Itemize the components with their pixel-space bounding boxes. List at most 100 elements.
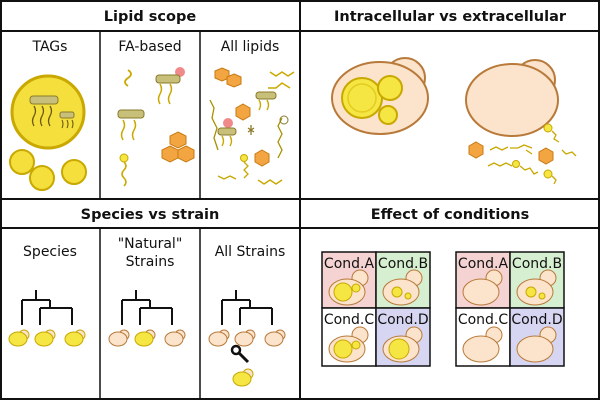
intracellular-illustration xyxy=(331,57,429,135)
sterol-ring-icon xyxy=(468,141,484,159)
engineered-strain-cell xyxy=(232,368,254,387)
col-label-species: Species xyxy=(23,244,77,260)
sterol-ring-icon xyxy=(254,149,270,167)
lipid-chain-icon xyxy=(268,82,291,89)
yeast-cell-icon xyxy=(462,278,500,306)
all-strains-tree xyxy=(208,290,286,387)
phylogenetic-tree-icon xyxy=(121,290,173,325)
small-lipid-droplet-icon xyxy=(29,165,55,191)
species-cell-3 xyxy=(64,329,86,347)
col-label-tags: TAGs xyxy=(32,39,68,55)
col-label-strains: Strains xyxy=(126,254,175,270)
head-group-icon xyxy=(223,118,233,128)
yeast-cell-icon xyxy=(264,331,284,347)
strain-cell-1 xyxy=(108,329,130,347)
yeast-cell-icon xyxy=(134,331,154,347)
phylogenetic-tree-icon xyxy=(21,290,73,325)
lipid-chain-icon xyxy=(257,179,283,185)
sterol-ring-icon xyxy=(161,145,179,163)
cond-a-label: Cond.A xyxy=(324,256,375,272)
yeast-cell-icon xyxy=(108,331,128,347)
fa-glycerol-icon xyxy=(255,91,277,100)
fatty-acid-chains-icon xyxy=(258,99,270,111)
natural-strains-tree xyxy=(108,290,186,347)
yeast-cell-icon xyxy=(8,331,28,347)
all-strain-cell-2 xyxy=(234,329,256,347)
wrench-icon xyxy=(230,344,250,364)
col-label-fa-based: FA-based xyxy=(118,39,181,55)
fatty-acid-head-icon xyxy=(240,154,248,162)
fa-glycerol-icon xyxy=(217,127,237,136)
droplet-ring xyxy=(347,83,377,113)
yeast-cell-icon xyxy=(208,331,228,347)
lipid-droplet-icon xyxy=(351,340,361,350)
cond-a-label: Cond.A xyxy=(458,256,509,272)
lipid-droplet-icon xyxy=(388,338,410,360)
sterol-ring-icon xyxy=(214,67,230,82)
cond-b-label: Cond.B xyxy=(378,256,428,272)
sterol-ring-icon xyxy=(169,131,187,149)
lipid-droplet-icon xyxy=(333,339,353,359)
tag-glycerol-icon xyxy=(59,111,75,119)
fa-glycerol-icon xyxy=(155,74,181,84)
fatty-acid-icon xyxy=(124,69,132,87)
all-strain-cell-1 xyxy=(208,329,230,347)
lipid-chain-icon xyxy=(487,162,513,167)
lipid-droplet-icon xyxy=(525,286,537,298)
fatty-acid-chains-icon xyxy=(221,135,233,147)
fatty-acid-tail-icon xyxy=(243,161,249,179)
cond-c-label: Cond.C xyxy=(458,312,509,328)
species-cell-1 xyxy=(8,329,30,347)
small-lipid-droplet-icon xyxy=(9,149,35,175)
sterol-ring-icon xyxy=(177,145,195,163)
lipid-chain-icon xyxy=(269,71,295,77)
lipid-droplet-icon xyxy=(378,105,398,125)
cond-c-label: Cond.C xyxy=(324,312,375,328)
all-lipids-illustration xyxy=(209,67,295,185)
extracellular-illustration xyxy=(465,59,577,185)
yeast-cell-icon xyxy=(34,331,54,347)
yeast-cell-icon xyxy=(232,371,252,387)
lipid-droplet-icon xyxy=(377,75,403,101)
large-lipid-droplet-icon xyxy=(10,74,86,150)
lipid-chain-icon xyxy=(217,175,237,180)
lipid-scope-title: Lipid scope xyxy=(104,9,197,25)
cond-b-label: Cond.B xyxy=(512,256,562,272)
fatty-acid-chains-icon xyxy=(120,119,137,141)
lipid-droplet-icon xyxy=(333,282,353,302)
fatty-acid-chains-icon xyxy=(31,105,53,127)
intra-extra-title: Intracellular vs extracellular xyxy=(334,9,567,25)
yeast-cell-icon xyxy=(462,335,500,363)
fa-based-illustration xyxy=(117,67,195,187)
lipid-chain-icon xyxy=(510,144,533,155)
lipid-droplet-icon xyxy=(391,286,403,298)
tag-glycerol-icon xyxy=(29,95,59,105)
phylogenetic-tree-icon xyxy=(221,290,273,325)
branched-lipid-icon xyxy=(247,125,255,135)
wrench-head xyxy=(230,344,242,356)
fatty-acid-tail-icon xyxy=(121,161,127,187)
fatty-acid-head-icon xyxy=(512,160,520,168)
yeast-cell-icon xyxy=(516,335,554,363)
lipid-droplet-icon xyxy=(538,292,546,300)
head-group-icon xyxy=(175,67,185,77)
strain-cell-2 xyxy=(134,329,156,347)
col-label-natural: "Natural" xyxy=(118,236,183,252)
lipid-droplet-icon xyxy=(351,283,361,293)
yeast-cell-icon xyxy=(465,63,559,137)
tags-illustration xyxy=(9,74,87,191)
species-strain-title: Species vs strain xyxy=(81,207,220,223)
lipid-chain-icon xyxy=(489,146,509,151)
fatty-acid-head-icon xyxy=(543,123,553,133)
fatty-acid-chains-icon xyxy=(157,83,173,105)
conditions-title: Effect of conditions xyxy=(371,207,529,223)
col-label-all-strains: All Strains xyxy=(215,244,286,260)
head-group-icon xyxy=(279,115,289,125)
col-label-all-lipids: All lipids xyxy=(221,39,280,55)
fatty-acid-chains-icon xyxy=(61,119,74,129)
small-lipid-droplet-icon xyxy=(61,159,87,185)
yeast-cell-icon xyxy=(64,331,84,347)
cond-d-label: Cond.D xyxy=(511,312,562,328)
